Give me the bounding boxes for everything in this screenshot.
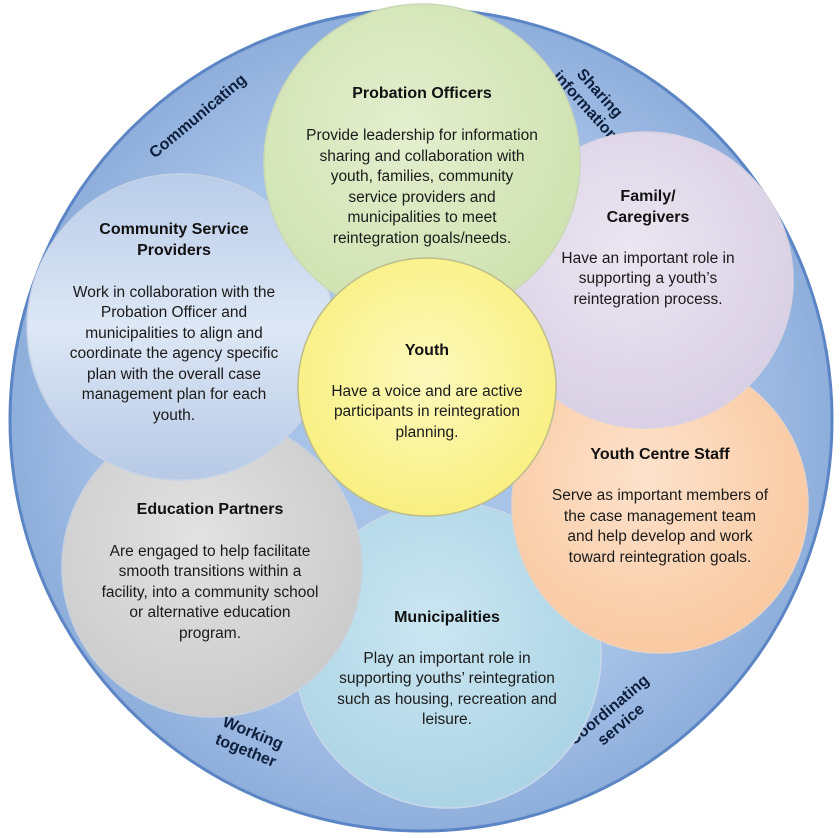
staff-title: Youth Centre Staff xyxy=(590,446,730,463)
node-family-caregivers: Family/ Caregivers Have an important rol… xyxy=(561,188,734,308)
municipalities-title: Municipalities xyxy=(394,609,500,626)
probation-body-line: Provide leadership for information xyxy=(306,127,538,144)
community-body-line: management plan for each xyxy=(82,386,266,403)
municipalities-body-line: supporting youths’ reintegration xyxy=(339,670,555,687)
education-body-line: or alternative education xyxy=(129,604,290,621)
probation-body-line: sharing and collaboration with xyxy=(319,148,524,165)
family-body-line: reintegration process. xyxy=(573,291,722,308)
community-body-line: Work in collaboration with the xyxy=(73,284,275,301)
community-body-line: municipalities to align and xyxy=(85,325,263,342)
education-body-line: program. xyxy=(179,625,241,642)
community-body-line: Probation Officer and xyxy=(101,304,247,321)
staff-body-line: and help develop and work xyxy=(567,528,753,545)
education-body-line: facility, into a community school xyxy=(102,584,319,601)
node-youth: Youth Have a voice and are active partic… xyxy=(331,342,522,441)
education-title: Education Partners xyxy=(137,501,284,518)
probation-body-line: youth, families, community xyxy=(331,168,514,185)
community-title-line1: Community Service xyxy=(99,221,248,238)
municipalities-body-line: such as housing, recreation and xyxy=(337,691,557,708)
youth-body-line: planning. xyxy=(396,424,459,441)
staff-body-line: Serve as important members of xyxy=(552,487,769,504)
node-circle-youth xyxy=(297,257,557,517)
family-body-line: supporting a youth’s xyxy=(579,270,718,287)
probation-body-line: municipalities to meet xyxy=(347,209,497,226)
municipalities-body-line: Play an important role in xyxy=(363,650,530,667)
staff-body-line: toward reintegration goals. xyxy=(569,549,752,566)
education-body-line: Are engaged to help facilitate xyxy=(110,543,311,560)
probation-title: Probation Officers xyxy=(352,85,492,102)
youth-body-line: participants in reintegration xyxy=(334,403,520,420)
community-title-line2: Providers xyxy=(137,242,211,259)
node-probation-officers: Probation Officers Provide leadership fo… xyxy=(306,85,538,247)
node-municipalities: Municipalities Play an important role in… xyxy=(337,609,557,728)
education-body-line: smooth transitions within a xyxy=(119,563,302,580)
community-body-line: coordinate the agency specific xyxy=(70,345,279,362)
family-title-line1: Family/ xyxy=(620,188,676,205)
staff-body-line: the case management team xyxy=(564,508,756,525)
node-youth-centre-staff: Youth Centre Staff Serve as important me… xyxy=(552,446,769,566)
municipalities-body-line: leisure. xyxy=(422,711,472,728)
node-community-service-providers: Community Service Providers Work in coll… xyxy=(70,221,279,424)
probation-body-line: reintegration goals/needs. xyxy=(333,230,511,247)
community-body-line: plan with the overall case xyxy=(87,366,261,383)
family-body-line: Have an important role in xyxy=(561,250,734,267)
community-body-line: youth. xyxy=(153,407,195,424)
node-education-partners: Education Partners Are engaged to help f… xyxy=(102,501,319,642)
youth-title: Youth xyxy=(405,342,449,359)
probation-body-line: service providers and xyxy=(348,189,495,206)
family-title-line2: Caregivers xyxy=(607,209,690,226)
youth-body-line: Have a voice and are active xyxy=(331,383,522,400)
